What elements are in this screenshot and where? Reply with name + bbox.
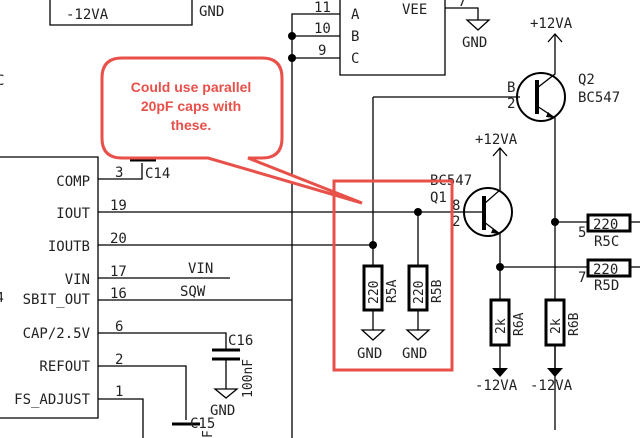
resistor-r6a: 2k R6A -12VA	[475, 268, 527, 394]
annotation-callout[interactable]: Could use parallel 20pF caps with these.	[100, 56, 363, 205]
transistor-q2: +12VA B 2 Q2 BC547	[507, 16, 620, 430]
r5c-ref: R5C	[594, 234, 619, 250]
pin-name-refout: REFOUT	[39, 359, 90, 375]
r6a-value: 2k	[494, 318, 509, 334]
top-power-box: -12VA GND	[49, 0, 224, 26]
decoder-gnd-label: GND	[462, 35, 487, 51]
annotation-line: 20pF caps with	[141, 98, 241, 114]
resistor-r5c: 220 R5C 5	[578, 213, 640, 250]
net-label-vin: VIN	[188, 261, 213, 277]
annotation-line: these.	[171, 117, 211, 133]
r6a-supply: -12VA	[475, 378, 518, 394]
pin-name-iout: IOUT	[56, 206, 90, 222]
pin-num: 20	[110, 231, 127, 247]
pin-name-cap: CAP/2.5V	[23, 326, 91, 342]
q2-supply: +12VA	[530, 16, 573, 32]
c15-value: F	[201, 430, 216, 438]
decoder-pin-name: B	[351, 29, 359, 45]
decoder-pin-num: 10	[314, 21, 331, 37]
gnd-symbol	[465, 19, 491, 31]
r5b-ref: R5B	[430, 279, 445, 303]
decoder-pin-name: C	[351, 51, 359, 67]
q2-part: BC547	[578, 90, 620, 106]
pin-name-sbit-out: SBIT_OUT	[23, 292, 91, 308]
decoder-vee-label: VEE	[402, 2, 427, 18]
q1-pin-b-num: 2	[452, 214, 460, 230]
pin-num: 6	[115, 319, 123, 335]
pin-num: 16	[110, 286, 127, 302]
r5a-value: 220	[367, 281, 382, 304]
r5a-ref: R5A	[385, 279, 400, 303]
c15-ref: C15	[190, 416, 215, 432]
capacitor-c15: C15 F	[172, 416, 216, 438]
net-label-sqw: SQW	[180, 284, 206, 300]
r5d-ref: R5D	[594, 278, 619, 294]
decoder-pin-name: A	[351, 7, 360, 23]
dac-pin-numbers: 3 19 20 17 16 6 2 1	[110, 165, 127, 400]
r5c-pin: 5	[578, 225, 586, 241]
pin-name-vin: VIN	[65, 272, 90, 288]
q1-ref: Q1	[430, 190, 447, 206]
q2-ref: Q2	[578, 72, 595, 88]
r5b-gnd-label: GND	[402, 346, 427, 362]
r5d-pin: 7	[578, 270, 586, 286]
q1-pin-num: 8	[452, 198, 460, 214]
pin-num: 2	[115, 352, 123, 368]
decoder-chip: 11 10 9 A B C VEE 7 GND	[288, 0, 491, 438]
resistor-r6b: 2k R6B -12VA	[530, 298, 582, 394]
dac-partial-label: C	[0, 73, 4, 89]
decoder-vee-pin: 7	[458, 0, 466, 10]
dac-edge-mark: 4	[0, 291, 4, 306]
annotation-line: Could use parallel	[131, 79, 252, 95]
pin-name-comp: COMP	[56, 174, 90, 190]
decoder-pin-num: 11	[314, 0, 331, 16]
junction-dot	[288, 54, 296, 62]
pin-num: 17	[110, 264, 127, 280]
r6b-ref: R6B	[567, 312, 582, 336]
dac-chip: C 4	[0, 73, 99, 419]
pin-name-fs-adjust: FS_ADJUST	[14, 392, 90, 408]
junction-dot	[288, 32, 296, 40]
pin-num: 19	[110, 198, 127, 214]
q1-supply: +12VA	[475, 132, 518, 148]
pin-name-ioutb: IOUTB	[48, 239, 90, 255]
r5b-value: 220	[412, 281, 427, 304]
r6b-supply: -12VA	[530, 378, 573, 394]
r5a-gnd-label: GND	[357, 346, 382, 362]
decoder-pin-num: 9	[318, 43, 326, 59]
resistor-r5d: 220 R5D 7	[578, 258, 640, 294]
c16-value: 100nF	[241, 359, 256, 398]
q2-pin-b-num: 2	[507, 96, 515, 112]
capacitor-c16: C16 100nF GND	[210, 333, 256, 419]
r6a-ref: R6A	[512, 312, 527, 336]
transistor-q1: +12VA BC547 Q1 8 2	[418, 132, 518, 268]
pin-num: 1	[115, 384, 123, 400]
c14-ref: C14	[145, 166, 170, 182]
q2-pin-b: B	[507, 80, 515, 96]
c16-ref: C16	[228, 333, 253, 349]
resistor-r5b: 220 R5B GND	[402, 260, 445, 362]
r6b-value: 2k	[549, 318, 564, 334]
top-box-label: -12VA	[66, 7, 109, 23]
resistor-r5a: 220 R5A GND	[357, 260, 400, 362]
top-box-gnd-label: GND	[199, 4, 224, 20]
dac-pin-names: COMP IOUT IOUTB VIN SBIT_OUT CAP/2.5V RE…	[14, 174, 90, 408]
r5c-value: 220	[593, 217, 618, 233]
pin-num: 3	[115, 165, 123, 181]
highlight-box	[332, 179, 454, 372]
r5d-value: 220	[593, 262, 618, 278]
c16-gnd-label: GND	[210, 403, 235, 419]
